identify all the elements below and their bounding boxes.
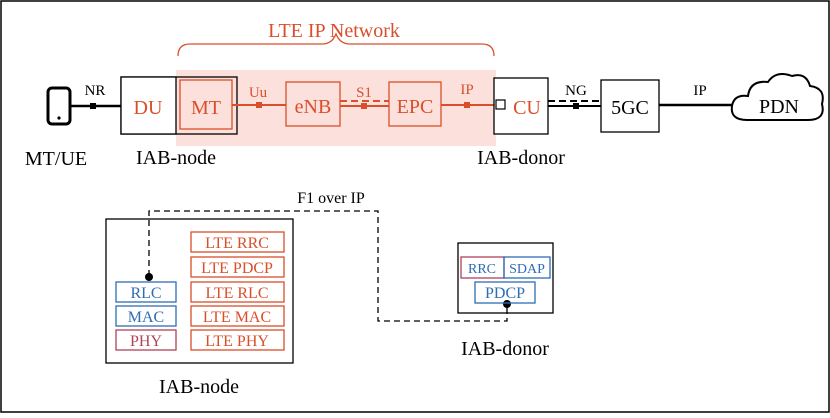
sdap-box [503, 256, 551, 279]
s1-label: S1 [356, 85, 372, 101]
lte-mac-box [190, 305, 285, 327]
node-right-stack: LTE RRC LTE PDCP LTE RLC LTE MAC LTE PHY [190, 231, 285, 351]
pdn-label: PDN [759, 96, 799, 118]
lte-network-brace [177, 32, 495, 57]
ip-label-1: IP [460, 82, 473, 98]
epc-label: EPC [397, 96, 434, 118]
phy-box [115, 329, 177, 351]
ip-label-2: IP [693, 83, 706, 99]
iab-donor-caption-bottom: IAB-donor [461, 338, 549, 360]
lte-rrc-label: LTE RRC [205, 235, 269, 252]
cloud-icon [730, 73, 824, 121]
rlc-box [115, 281, 177, 303]
cu-port [495, 99, 506, 110]
mt-label: MT [191, 97, 221, 119]
lte-ip-network-region [176, 70, 496, 146]
cu-label: CU [513, 97, 541, 119]
lte-mac-label: LTE MAC [203, 309, 271, 326]
fivegc-label: 5GC [611, 97, 649, 119]
ng-link-node [573, 103, 579, 109]
mac-label: MAC [128, 309, 164, 326]
f1-endpoint-donor [503, 300, 511, 308]
enb-box [285, 81, 341, 127]
lte-phy-label: LTE PHY [205, 333, 269, 350]
lte-pdcp-box [190, 256, 285, 278]
lte-rlc-label: LTE RLC [206, 285, 269, 302]
node-left-stack: RLC MAC PHY [115, 281, 177, 351]
lte-phy-box [190, 329, 285, 351]
nr-link-node [90, 103, 96, 109]
lte-pdcp-label: LTE PDCP [201, 260, 273, 277]
enb-label: eNB [295, 96, 332, 118]
uu-link-node [256, 102, 262, 108]
ip-link-1-node [464, 102, 470, 108]
uu-label: Uu [249, 85, 268, 101]
iab-donor-caption-top: IAB-donor [477, 147, 565, 169]
f1-endpoint-node [145, 273, 153, 281]
iab-node-caption-top: IAB-node [136, 147, 216, 169]
f1-over-ip-path [148, 210, 508, 322]
s1-link-node [361, 103, 367, 109]
phone-icon [46, 86, 72, 126]
ue-caption: MT/UE [25, 148, 87, 170]
phy-label: PHY [130, 333, 162, 350]
fivegc-box [600, 79, 660, 133]
rlc-label: RLC [130, 285, 161, 302]
lte-rrc-box [190, 231, 285, 253]
pdcp-label: PDCP [485, 285, 525, 302]
du-label: DU [134, 97, 163, 119]
lte-ip-network-label: LTE IP Network [268, 20, 400, 42]
rrc-label: RRC [468, 262, 496, 277]
sdap-label: SDAP [509, 262, 545, 277]
iab-node-stack-box [105, 218, 294, 364]
ng-label: NG [565, 83, 587, 99]
nr-label: NR [85, 83, 106, 99]
pdcp-box [474, 281, 536, 304]
f1-over-ip-label: F1 over IP [297, 190, 365, 207]
lte-rlc-box [190, 281, 285, 303]
iab-donor-stack-box [457, 242, 554, 314]
iab-node-caption-bottom: IAB-node [159, 376, 239, 398]
mac-box [115, 305, 177, 327]
du-box [120, 76, 177, 135]
